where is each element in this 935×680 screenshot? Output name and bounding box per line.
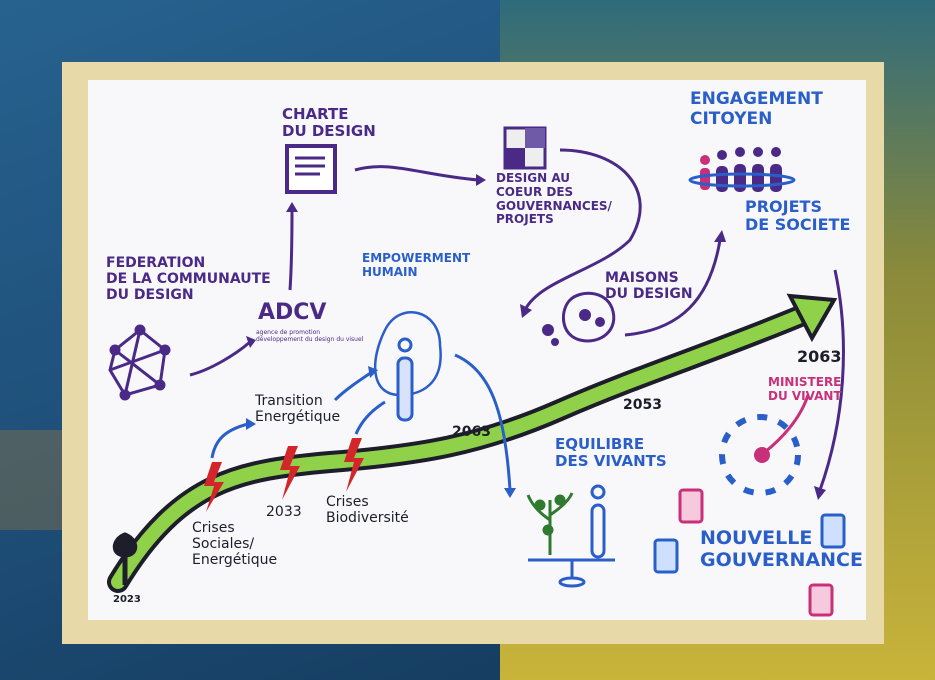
ministry-icon [719, 414, 801, 496]
device-icon [820, 513, 846, 549]
map-pin-icon [112, 532, 138, 585]
label-2063-timeline: 2063 [452, 424, 491, 440]
timeline-arrow-fill [111, 305, 817, 589]
plant-icon [526, 492, 574, 555]
label-design-coeur: DESIGN AU COEUR DES GOUVERNANCES/ PROJET… [496, 171, 612, 227]
label-adcv-sub: agence de promotion développement du des… [256, 329, 364, 343]
label-2063-end: 2063 [797, 347, 842, 366]
network-icon [108, 324, 171, 401]
puzzle-icon [503, 126, 547, 170]
device-icon [653, 538, 679, 574]
label-2033: 2033 [266, 504, 302, 520]
label-engagement: ENGAGEMENT CITOYEN [690, 89, 823, 129]
label-empowerment: EMPOWERMENT HUMAIN [362, 251, 471, 279]
houses-icon [542, 291, 616, 346]
people-icon [688, 147, 796, 192]
label-equilibre: EQUILIBRE DES VIVANTS [555, 435, 667, 471]
label-ministere: MINISTERE DU VIVANT [768, 375, 842, 403]
document-icon [285, 144, 337, 194]
label-nouvelle-gouvernance: NOUVELLE GOUVERNANCE [700, 527, 863, 571]
person-icon [373, 311, 442, 422]
label-charte: CHARTE DU DESIGN [282, 105, 376, 141]
label-federation: FEDERATION DE LA COMMUNAUTE DU DESIGN [106, 255, 271, 304]
label-transition: Transition Energétique [255, 393, 341, 426]
label-projets: PROJETS DE SOCIETE [745, 197, 851, 235]
lightning-icon [344, 438, 364, 492]
lightning-icon [204, 462, 224, 512]
label-2053: 2053 [623, 397, 662, 413]
lightning-icon [280, 446, 300, 500]
label-crises-bio: Crises Biodiversité [326, 494, 409, 527]
label-crises-sociales: Crises Sociales/ Energétique [192, 520, 278, 569]
device-icon [808, 583, 834, 617]
scale-icon [528, 484, 615, 588]
label-2023: 2023 [113, 594, 141, 605]
label-adcv: ADCV [258, 300, 327, 325]
device-icon [678, 488, 704, 524]
timeline-arrowhead [786, 293, 838, 343]
label-maisons: MAISONS DU DESIGN [605, 270, 693, 303]
